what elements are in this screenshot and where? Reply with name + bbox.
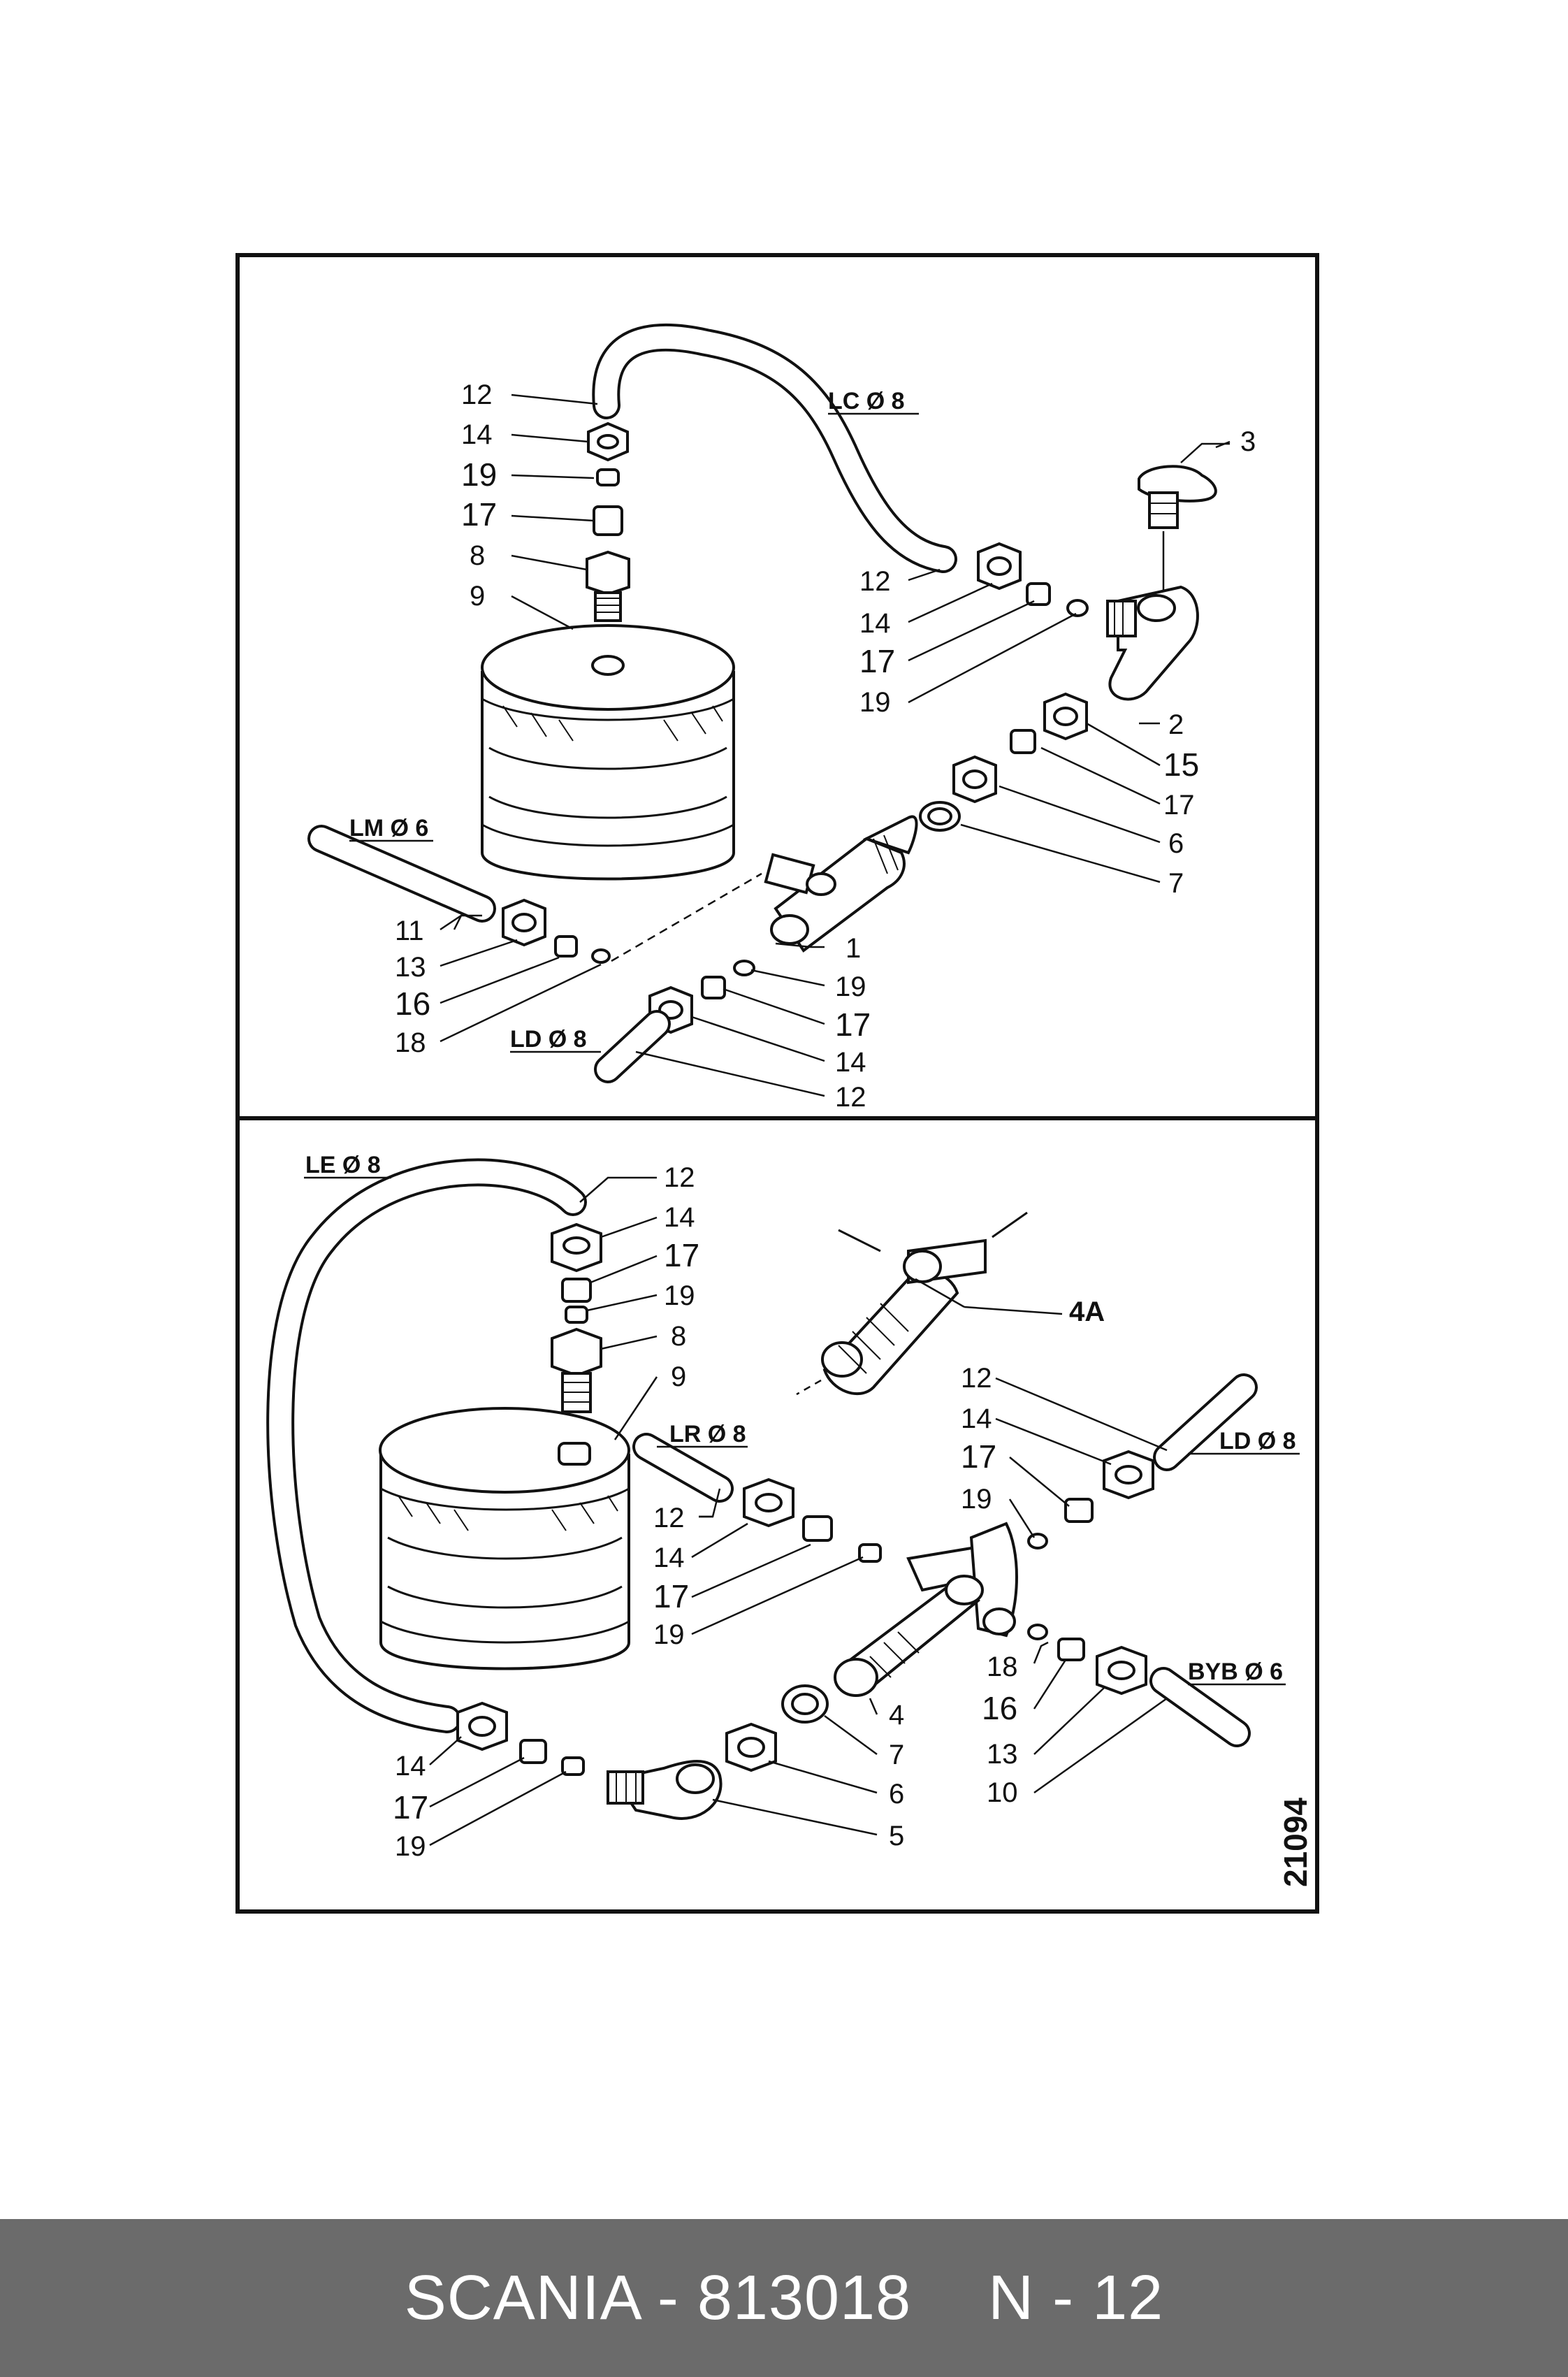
figure-number: 21094 — [1277, 1798, 1314, 1887]
footer-page-code: N - 12 — [988, 2262, 1164, 2333]
callout-19: 19 — [664, 1280, 695, 1311]
air-spring-9 — [481, 624, 735, 881]
callout-4: 4 — [889, 1700, 904, 1731]
callout-13: 13 — [987, 1739, 1018, 1770]
callout-19: 19 — [395, 1831, 426, 1862]
callout-17: 17 — [461, 496, 497, 533]
air-spring-9-lower — [379, 1407, 630, 1670]
callout-14: 14 — [859, 608, 891, 639]
elbow-fitting-2 — [1106, 585, 1199, 701]
line-label-ld: LD Ø 8 — [1219, 1428, 1296, 1454]
callout-8: 8 — [671, 1321, 686, 1352]
callout-12: 12 — [859, 566, 891, 597]
callout-17: 17 — [664, 1237, 699, 1273]
fitting-stack-upper — [586, 421, 630, 622]
exploded-parts-diagram: 12 14 19 17 8 9 3 12 14 17 19 2 15 17 6 … — [235, 253, 1319, 1914]
callout-11: 11 — [395, 916, 424, 946]
callout-14: 14 — [961, 1403, 992, 1434]
callout-5: 5 — [889, 1821, 904, 1851]
line-label-le: LE Ø 8 — [305, 1152, 381, 1178]
footer-bar: SCANIA - 813018 N - 12 — [0, 2219, 1568, 2377]
callout-17: 17 — [393, 1789, 428, 1826]
callout-17: 17 — [1163, 790, 1195, 821]
callout-14: 14 — [653, 1542, 685, 1573]
callout-16: 16 — [982, 1690, 1017, 1726]
callout-12: 12 — [835, 1082, 866, 1113]
callout-13: 13 — [395, 952, 426, 983]
callout-12: 12 — [961, 1363, 992, 1394]
line-label-ld: LD Ø 8 — [510, 1026, 587, 1053]
callout-2: 2 — [1168, 709, 1184, 740]
callout-6: 6 — [1168, 828, 1184, 859]
line-label-lr: LR Ø 8 — [669, 1421, 746, 1447]
callout-8: 8 — [470, 540, 485, 571]
callout-17: 17 — [859, 643, 895, 679]
callout-19: 19 — [835, 971, 866, 1002]
line-label-byb: BYB Ø 6 — [1188, 1659, 1283, 1685]
callout-14: 14 — [664, 1202, 695, 1233]
callout-6: 6 — [889, 1779, 904, 1809]
callout-14: 14 — [395, 1751, 426, 1782]
banjo-elbow-5 — [607, 1760, 723, 1820]
callout-9: 9 — [671, 1361, 686, 1392]
callout-10: 10 — [987, 1777, 1018, 1808]
valve-3 — [1138, 465, 1217, 594]
cross-fitting-4a — [796, 1211, 1028, 1396]
callout-3: 3 — [1240, 426, 1256, 457]
callout-9: 9 — [470, 581, 485, 612]
callout-19: 19 — [859, 687, 891, 718]
callout-18: 18 — [395, 1027, 426, 1058]
line-label-lm: LM Ø 6 — [349, 815, 428, 841]
callout-16: 16 — [395, 985, 430, 1022]
callout-19: 19 — [653, 1619, 685, 1650]
callout-17: 17 — [835, 1006, 871, 1043]
callout-14: 14 — [461, 419, 493, 450]
cross-fitting-4 — [834, 1522, 1018, 1697]
callout-7: 7 — [889, 1740, 904, 1770]
callout-7: 7 — [1168, 868, 1184, 899]
callout-15: 15 — [1163, 746, 1199, 783]
callout-12: 12 — [664, 1162, 695, 1193]
callout-12: 12 — [461, 380, 493, 410]
fitting-stack-lower — [551, 1222, 602, 1413]
callout-18: 18 — [987, 1652, 1018, 1682]
callout-14: 14 — [835, 1047, 866, 1078]
callout-17: 17 — [961, 1438, 996, 1475]
callout-19: 19 — [461, 456, 497, 493]
callout-19: 19 — [961, 1484, 992, 1515]
footer-brand-part: SCANIA - 813018 — [404, 2262, 912, 2333]
callout-1: 1 — [845, 933, 861, 964]
callout-4a: 4A — [1069, 1296, 1105, 1327]
tee-fitting-1 — [764, 815, 918, 953]
callout-17: 17 — [653, 1578, 689, 1614]
callout-12: 12 — [653, 1503, 685, 1533]
lower-panel: 12 14 17 19 8 9 4A 12 14 17 19 12 14 17 … — [266, 1152, 1314, 1887]
line-label-lc: LC Ø 8 — [828, 388, 905, 414]
upper-panel: 12 14 19 17 8 9 3 12 14 17 19 2 15 17 6 … — [307, 323, 1256, 1113]
diagram-frame — [235, 253, 1319, 1914]
